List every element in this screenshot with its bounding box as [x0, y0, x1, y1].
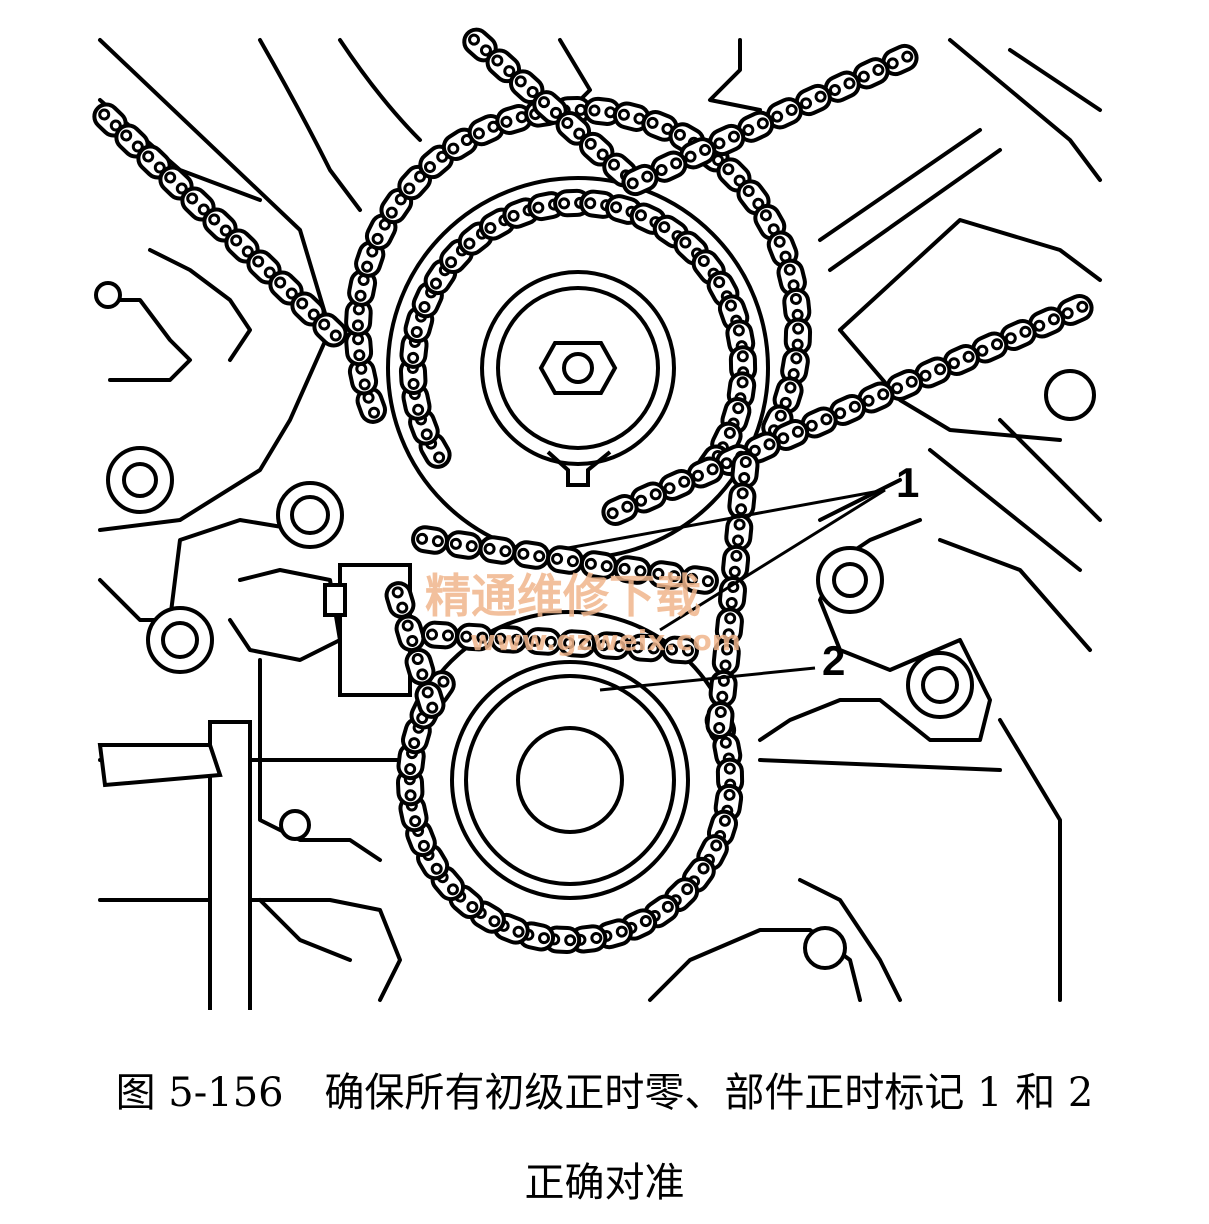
bolt-right-lower — [906, 651, 974, 719]
chain-link — [621, 163, 659, 197]
chain-link — [721, 544, 751, 583]
chain-link — [661, 635, 699, 665]
chain-link — [743, 431, 781, 464]
cam-timing-notch — [546, 450, 612, 487]
bolt-right-upper — [816, 546, 884, 614]
chain-link — [92, 102, 128, 138]
bolt-far-right — [1044, 369, 1096, 421]
hole-left-bottom — [279, 809, 311, 841]
timing-chain-diagram: 精通维修下载 www.gzweix.com 1 2 — [92, 27, 1102, 1010]
callout-label-1: 1 — [896, 459, 919, 506]
callout-label-2: 2 — [822, 637, 845, 684]
chain-link — [730, 451, 760, 489]
chain-link — [347, 268, 378, 307]
chain-link — [523, 627, 562, 656]
chain-link — [686, 456, 724, 489]
callout-leaders — [567, 488, 886, 692]
chain-link — [718, 576, 747, 614]
chain-link — [780, 347, 810, 386]
guide-pin — [97, 720, 252, 1010]
chain-link — [1028, 306, 1066, 339]
chain-link — [411, 525, 449, 555]
chain-link — [404, 647, 436, 686]
chain-link — [512, 540, 551, 570]
chain-link — [652, 214, 690, 249]
camshaft-sprocket — [386, 176, 770, 560]
hole-left-top — [94, 281, 122, 309]
chain-link — [999, 318, 1037, 352]
chain-link — [364, 213, 398, 251]
chain-link — [421, 620, 459, 650]
chain-link — [344, 328, 374, 367]
chain-link — [800, 406, 838, 439]
chain-link — [705, 701, 735, 739]
chain-link — [312, 312, 348, 348]
hex-bolt — [538, 341, 618, 395]
chain-link — [711, 638, 741, 677]
chain-link — [579, 550, 618, 580]
bolt-left-middle — [276, 481, 344, 549]
chain-link — [708, 123, 746, 157]
chain-link — [444, 530, 483, 560]
chain-link — [852, 57, 890, 90]
caption-text-line2: 正确对准 — [524, 1160, 685, 1206]
chain-link — [347, 357, 379, 396]
chain-link — [727, 482, 757, 521]
chain-link — [772, 418, 810, 452]
watermark-url: www.gzweix.com — [470, 624, 741, 657]
chain-link — [558, 629, 597, 658]
figure-number: 图 5-156 — [115, 1070, 284, 1116]
chain-link — [478, 535, 517, 565]
chain-link — [462, 27, 498, 63]
chain-link — [641, 110, 679, 142]
bolt-left-lower — [146, 606, 214, 674]
chain-link — [766, 230, 799, 268]
chain-link — [736, 179, 771, 216]
chain-link — [414, 681, 446, 719]
chain-link — [532, 90, 568, 125]
figure-caption: 图 5-156 确保所有初级正时零、部件正时标记 1 和 2 — [0, 1060, 1209, 1118]
chain-link — [489, 624, 528, 654]
engine-block-linework — [98, 38, 1102, 1002]
mounting-bolts — [94, 281, 1096, 970]
chain-link — [971, 331, 1009, 364]
chain-link — [546, 545, 584, 575]
chain-link — [612, 101, 651, 132]
chain-link — [508, 69, 545, 105]
bolt-left-upper — [106, 446, 174, 514]
chain-link — [942, 343, 980, 377]
caption-text-line1: 确保所有初级正时零、部件正时标记 1 和 2 — [324, 1070, 1094, 1116]
watermark-text: 精通维修下载 — [425, 569, 701, 623]
hole-right-bottom — [803, 926, 847, 970]
chain-link — [681, 565, 719, 595]
chain-link — [601, 493, 639, 527]
chain-link — [914, 356, 952, 389]
chain-link — [772, 376, 804, 414]
timing-chain — [92, 27, 1094, 955]
chain-link — [823, 70, 861, 103]
chain-link — [794, 83, 832, 117]
